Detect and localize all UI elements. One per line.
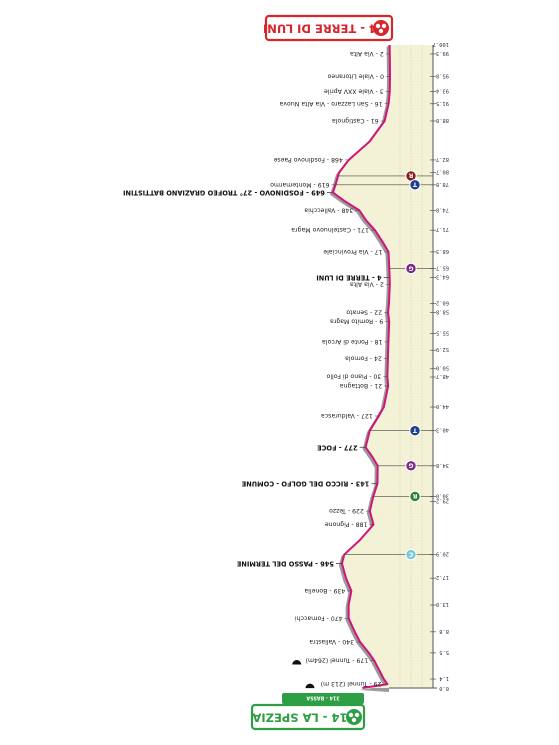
finish-banner-label: 4 - TERRE DI LUNI (263, 22, 377, 36)
place-label: 21 - Bottagna (340, 382, 383, 389)
major-place-label: 649 - FOSDINOVO - 27° TROFEO GRAZIANO BA… (123, 189, 325, 197)
place-label: 179 - Tunnel (264m) (305, 657, 368, 664)
km-tick-label: 68.3 (436, 248, 449, 254)
place-label: 30 - Piano di Follo (326, 372, 381, 379)
major-place-label: 546 - PASSO DEL TERMINE (236, 559, 334, 567)
km-tick-label: 65.7 (436, 264, 449, 270)
start-flag-icon (346, 709, 362, 725)
tunnel-icon (305, 683, 315, 689)
place-label: 470 - Fornacchi (295, 614, 343, 621)
km-tick-label: 82.7 (436, 156, 449, 162)
place-label: 439 - Bonelia (304, 587, 345, 594)
badge-letter: R (408, 172, 413, 179)
km-tick-label: 64.3 (436, 273, 449, 279)
km-tick-label: 55.5 (436, 330, 449, 336)
tunnel-icon (292, 660, 302, 665)
start-sub-strip (282, 693, 364, 704)
km-tick-label: 99.3 (436, 50, 449, 56)
km-tick-label: 17.2 (436, 574, 449, 580)
axis-bottom-label: 0.0 (439, 685, 449, 691)
gpm-badge-icon (405, 262, 417, 275)
refreshment-badge-icon (409, 490, 421, 503)
profile-plot: 99.3 95.8 93.4 91.5 88.8 82.7 80.7 78.8 74.8 71.7… (123, 44, 449, 692)
place-label: 29 - Tunnel (213 m) (321, 680, 382, 687)
km-tick-label: 20.9 (436, 551, 449, 557)
km-tick-label: 8.8 (439, 628, 449, 634)
km-tick-label: 50.0 (436, 365, 449, 371)
km-tick-label: 78.8 (436, 181, 449, 187)
km-tick-label: 88.8 (436, 117, 449, 123)
km-tick-label: 52.9 (436, 346, 449, 352)
km-tick-label: 29.2 (436, 498, 449, 504)
km-tick-label: 58.8 (436, 309, 449, 315)
badge-letter: T (412, 426, 417, 433)
climb-badge-icon (405, 548, 417, 561)
km-tick-label: 91.5 (436, 100, 449, 106)
place-label: 619 - Montemarmo (270, 181, 330, 188)
major-place-label: 277 - FOCE (317, 443, 358, 451)
place-label: 9 - Romito Magra (330, 317, 383, 324)
place-label: 468 - Fosdinovo Paese (273, 156, 342, 163)
badge-letter: G (408, 264, 413, 271)
place-label: 22 - Senato (346, 309, 382, 316)
km-tick-label: 1.4 (439, 675, 449, 681)
place-label: 127 - Valdurasca (321, 412, 373, 419)
start-banner-frame (250, 703, 366, 731)
traguardo-badge-icon (409, 179, 421, 191)
badge-letter: T (412, 181, 417, 188)
major-place-label: 4 - TERRE DI LUNI (316, 273, 381, 281)
traguardo-badge-icon (409, 424, 421, 437)
profile-fill (332, 45, 390, 688)
major-place-label: 143 - RICCO DEL GOLFO - COMUNE (241, 480, 369, 488)
km-tick-label: 74.8 (436, 206, 449, 212)
km-tick-label: 5.5 (439, 649, 449, 655)
badge-letter: G (408, 462, 413, 469)
finish-flag-icon (373, 20, 389, 36)
km-tick-label: 60.2 (436, 300, 449, 306)
axis-top-label: 100.7 (433, 41, 449, 47)
km-tick-label: 30.0 (436, 492, 449, 498)
place-label: 17 - Via Provinciale (323, 248, 382, 255)
place-label: 24 - Fornola (345, 355, 382, 362)
place-label: 229 - Tezzo (329, 507, 364, 514)
finish-banner-frame (264, 14, 394, 42)
km-tick-label: 13.0 (436, 601, 449, 607)
finish-banner: 4 - TERRE DI LUNI (263, 14, 394, 42)
place-label: 0 - Viale Litoraneo (327, 72, 384, 79)
km-tick-label: 34.8 (436, 462, 449, 468)
km-tick-label: 93.4 (436, 88, 449, 94)
place-label: 188 - Pignone (325, 521, 368, 528)
km-tick-label: 80.7 (436, 169, 449, 175)
place-label: 340 - Valiastra (309, 638, 354, 645)
place-label: 61 - Castignola (332, 117, 379, 124)
place-label: 2 - Via Alta (350, 50, 384, 57)
km-tick-label: 40.3 (436, 427, 449, 433)
place-label: 348 - Vallecchia (304, 206, 353, 213)
start-banner-label: 314 - LA SPEZIA (252, 711, 355, 725)
gpm-badge-icon (405, 460, 417, 472)
km-tick-label: 71.7 (436, 226, 449, 232)
start-sub-label: 314 - BASSA (306, 695, 339, 701)
km-tick-label: 48.7 (436, 373, 449, 379)
place-label: 16 - San Lazzaro - Via Alta Nuova (279, 100, 382, 107)
place-label: 18 - Ponte di Arcola (322, 338, 383, 345)
place-label: 3 - Viale XXV Aprile (324, 88, 384, 95)
start-banner: 314 - BASSA 314 - LA SPEZIA (250, 693, 366, 731)
km-tick-label: 95.8 (436, 72, 449, 78)
place-label: 171 - Castelnuovo Magra (291, 226, 369, 233)
badge-letter: R (412, 492, 417, 499)
place-label: 2 - Via Alta (350, 280, 384, 287)
badge-letter: C (408, 550, 413, 557)
km-tick-label: 44.0 (436, 403, 449, 409)
